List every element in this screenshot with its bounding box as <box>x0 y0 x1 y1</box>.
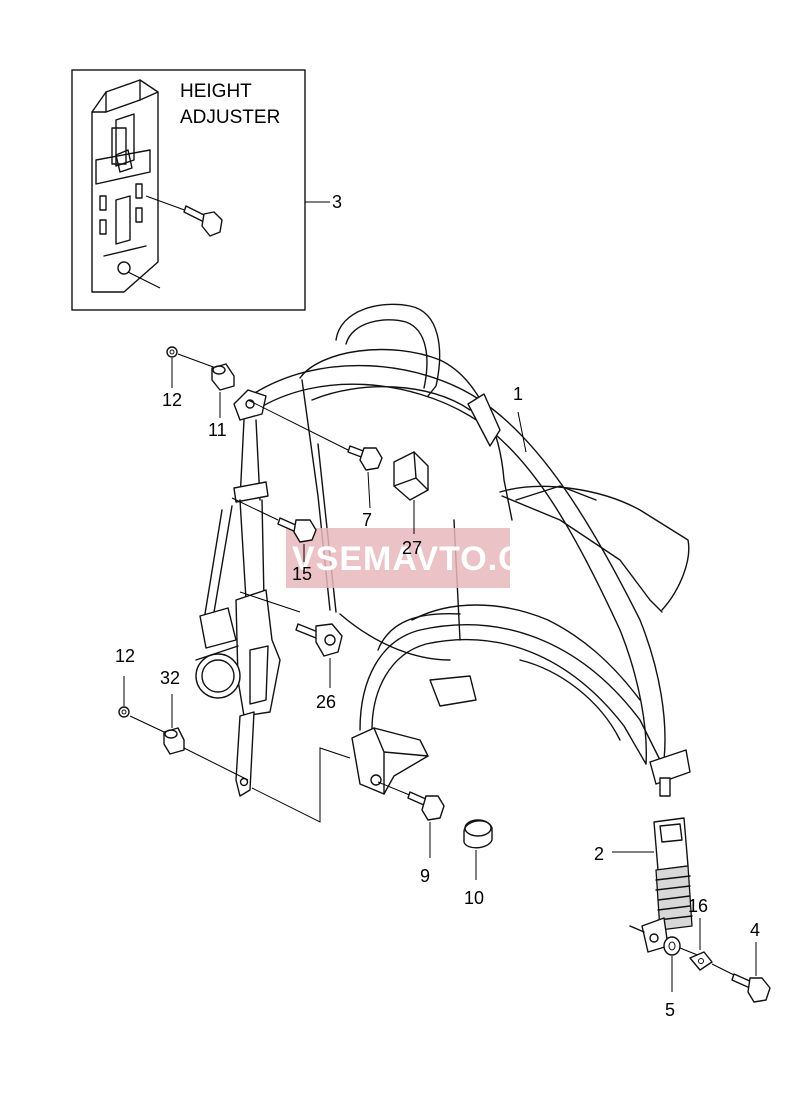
label-part-27: 27 <box>402 538 422 558</box>
lower-anchor-bracket <box>351 727 429 795</box>
part-11-spacer <box>211 363 235 418</box>
inset-title-line1: HEIGHT <box>180 81 252 102</box>
part-27-cover <box>393 451 429 534</box>
part-16-spring-washer <box>689 918 713 971</box>
watermark-text: VSEMAVTO.COM <box>292 540 580 578</box>
part-32-spacer <box>163 694 249 781</box>
inset-title-line2: ADJUSTER <box>180 107 280 128</box>
part-5-washer <box>663 936 701 992</box>
part-2-buckle <box>612 817 693 953</box>
retractor-assembly <box>195 389 351 823</box>
label-part-3: 3 <box>332 192 342 212</box>
part-7-bolt <box>347 445 383 509</box>
label-part-16: 16 <box>688 896 708 916</box>
inset-bolt-icon <box>145 195 223 237</box>
part-4-bolt <box>711 942 771 1003</box>
label-part-32: 32 <box>160 668 180 688</box>
label-part-1: 1 <box>513 384 523 404</box>
shoulder-belt-assembly <box>249 364 691 797</box>
part-15-bolt <box>277 517 317 562</box>
label-part-5: 5 <box>665 1000 675 1020</box>
label-part-12-top: 12 <box>162 390 182 410</box>
label-part-10: 10 <box>464 888 484 908</box>
part-10-plug <box>463 819 493 880</box>
label-part-4: 4 <box>750 920 760 940</box>
label-part-7: 7 <box>362 510 372 530</box>
label-part-9: 9 <box>420 866 430 886</box>
label-part-11: 11 <box>208 420 227 440</box>
label-part-26: 26 <box>316 692 336 712</box>
label-part-2: 2 <box>594 844 604 864</box>
watermark-banner <box>286 528 510 588</box>
seat-outline: VSEMAVTO.COM <box>286 303 690 741</box>
label-part-15: 15 <box>292 564 312 584</box>
part-12-nut-lower <box>118 676 165 733</box>
part-12-nut-top <box>166 346 217 388</box>
label-part-12-lower: 12 <box>115 646 135 666</box>
height-adjuster-inset: HEIGHT ADJUSTER <box>71 69 330 311</box>
height-adjuster-rail <box>91 79 161 293</box>
part-26-bolt <box>295 623 343 688</box>
part-9-bolt <box>377 781 445 858</box>
